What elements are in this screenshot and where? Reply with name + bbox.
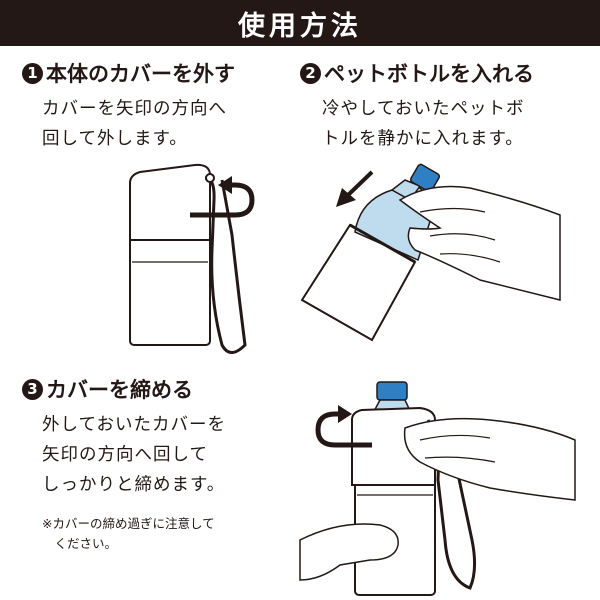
page-title: 使用方法 (238, 10, 362, 42)
step-3-title-text: カバーを締める (46, 378, 193, 402)
step-1-number: 1 (22, 62, 43, 84)
insert-arrow-icon (336, 188, 356, 207)
strap (204, 176, 247, 354)
step-2-number: 2 (300, 62, 321, 84)
upper-hand (403, 417, 576, 501)
step-3-title: 3 カバーを締める (22, 374, 193, 404)
step-1-title: 1 本体のカバーを外す (22, 58, 235, 88)
hand (398, 185, 561, 301)
step-2-description: 冷やしておいたペットボ トルを静かに入れます。 (322, 99, 525, 149)
rotate-arrow-icon (190, 182, 255, 218)
caution-note: ※カバーの締め過ぎに注意して ください。 (42, 516, 215, 551)
step-1-title-text: 本体のカバーを外す (46, 62, 235, 86)
step-2-title-text: ペットボトルを入れる (324, 62, 534, 86)
step-3-description: 外しておいたカバーを 矢印の方向へ回して しっかりと締めます。 (42, 415, 226, 495)
step-1-description: カバーを矢印の方向へ 回して外します。 (42, 99, 227, 149)
step-3-number: 3 (22, 378, 43, 400)
header-bar: 使用方法 (0, 0, 600, 46)
lower-hand (299, 523, 399, 581)
rotate-arrow-icon (315, 411, 372, 448)
bottle-cap (409, 163, 441, 193)
bottle-cap (376, 381, 408, 401)
step-2-title: 2 ペットボトルを入れる (300, 58, 534, 88)
